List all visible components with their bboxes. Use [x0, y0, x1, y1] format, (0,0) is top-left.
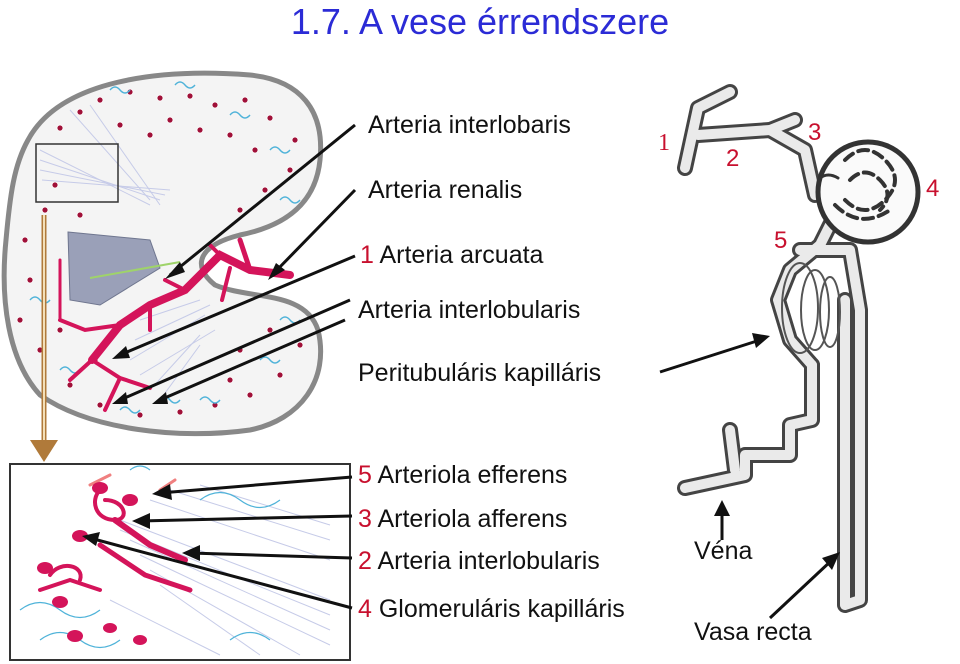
- pointer-heads-top: [112, 262, 285, 404]
- inset-glomeruli: [37, 482, 147, 645]
- zoom-arrow: [30, 215, 58, 462]
- page-title: 1.7. A vese érrendszere: [290, 1, 670, 42]
- inset-capillaries: [19, 465, 281, 649]
- cortical-capillaries: [29, 81, 301, 414]
- nephron-number-3: 3: [808, 119, 822, 146]
- label-arteria-interlobaris: Arteria interlobaris: [368, 111, 571, 139]
- label-arteriola-efferens: 5 Arteriola efferens: [358, 460, 567, 490]
- label-efferens-number: 5: [358, 461, 372, 489]
- label-glomerularis-text: Glomeruláris kapilláris: [378, 595, 625, 623]
- label-arcuata-number: 1: [360, 241, 374, 269]
- renal-pyramid: [67, 231, 161, 306]
- label-glomerularis-number: 4: [358, 595, 372, 623]
- arterial-tree: [58, 237, 294, 412]
- nephron-number-5: 5: [774, 227, 788, 254]
- nephron-number-4: 4: [926, 175, 940, 202]
- label-vasa-recta: Vasa recta: [694, 618, 812, 646]
- label-arcuata-text: Arteria arcuata: [379, 241, 544, 269]
- nephron-number-2: 2: [726, 145, 740, 172]
- label-arteriola-afferens: 3 Arteriola afferens: [358, 504, 567, 534]
- label-arteria-interlobularis: 2 Arteria interlobularis: [358, 546, 600, 576]
- label-interlobularis-number: 2: [358, 547, 372, 575]
- medullary-rays: [39, 104, 216, 401]
- label-glomerularis-kapillaris: 4 Glomeruláris kapilláris: [358, 594, 625, 624]
- cortex-border: [89, 261, 181, 279]
- pointer-lines-top: [119, 123, 357, 402]
- pointer-lines-inset: [89, 475, 353, 610]
- zoom-region-box: [35, 143, 119, 203]
- label-afferens-number: 3: [358, 505, 372, 533]
- vasa-recta-arrow: [768, 552, 840, 620]
- kidney-outline: [1, 70, 324, 437]
- pointer-peritubular: [659, 333, 770, 374]
- label-vena: Véna: [694, 537, 753, 565]
- nephron-diagram: [677, 84, 921, 613]
- label-arteria-renalis: Arteria renalis: [368, 176, 523, 204]
- label-efferens-text: Arteriola efferens: [377, 461, 568, 489]
- label-afferens-text: Arteriola afferens: [377, 505, 568, 533]
- nephron-number-1: 1: [658, 130, 670, 156]
- label-arteria-arcuata: 1 Arteria arcuata: [360, 240, 543, 270]
- pointer-heads-inset: [82, 484, 200, 561]
- label-arteria-interlobularis-top: Arteria interlobularis: [358, 296, 581, 324]
- label-interlobularis-text: Arteria interlobularis: [377, 547, 600, 575]
- label-peritubularis-kapillaris: Peritubuláris kapilláris: [358, 359, 602, 387]
- vena-arrow: [714, 500, 730, 540]
